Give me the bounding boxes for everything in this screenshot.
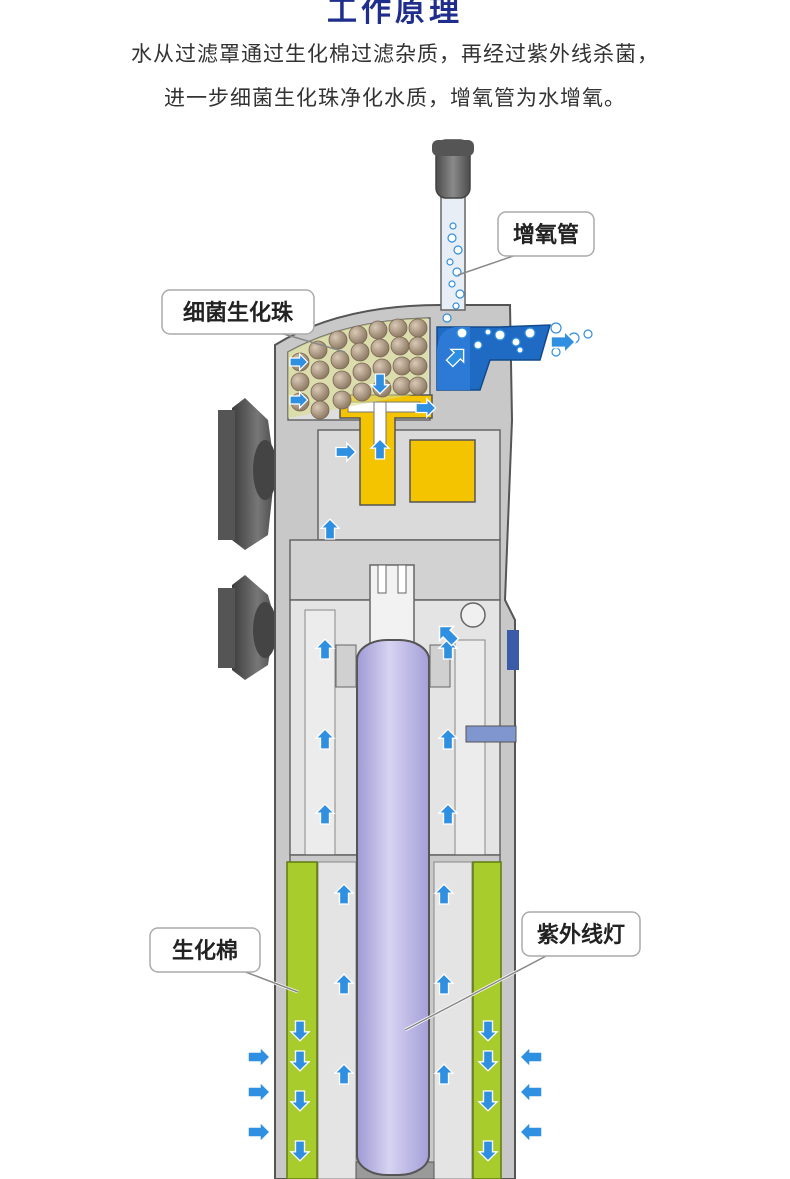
air-bubbles bbox=[442, 222, 593, 357]
page-title: 工作原理 bbox=[327, 0, 463, 29]
callout-bio-beads: 细菌生化珠 bbox=[161, 289, 346, 353]
impeller-chamber bbox=[339, 394, 476, 506]
bead bbox=[290, 372, 310, 392]
bead bbox=[408, 376, 428, 396]
bubble bbox=[449, 222, 457, 230]
bubble bbox=[494, 329, 506, 341]
bubble bbox=[447, 233, 457, 243]
bead bbox=[370, 338, 390, 358]
bubble bbox=[448, 280, 456, 288]
flow-arrow bbox=[247, 1046, 271, 1068]
callout-air-tube: 增氧管 bbox=[457, 211, 595, 276]
bead bbox=[352, 362, 372, 382]
bubble bbox=[511, 337, 521, 347]
bubble bbox=[484, 328, 492, 336]
bead bbox=[388, 318, 408, 338]
bead bbox=[392, 376, 412, 396]
callout-uv-lamp: 紫外线灯 bbox=[404, 911, 641, 1032]
bubble bbox=[442, 313, 452, 323]
description-line-1: 水从过滤罩通过生化棉过滤杂质，再经过紫外线杀菌， bbox=[131, 42, 659, 66]
label-uv-lamp: 紫外线灯 bbox=[537, 922, 625, 948]
bubble bbox=[583, 329, 593, 339]
bubble bbox=[473, 340, 483, 350]
label-bio-beads: 细菌生化珠 bbox=[183, 300, 294, 326]
bead bbox=[348, 325, 368, 345]
bubble bbox=[551, 347, 561, 357]
bubble bbox=[516, 346, 524, 354]
bubble bbox=[524, 327, 536, 339]
bead bbox=[408, 318, 428, 338]
suction-cups bbox=[218, 398, 277, 680]
bead bbox=[390, 336, 410, 356]
bead bbox=[350, 342, 370, 362]
bead bbox=[408, 356, 428, 376]
bead bbox=[310, 382, 330, 402]
flow-arrow bbox=[519, 1046, 543, 1068]
callout-bio-sponge: 生化棉 bbox=[149, 927, 299, 994]
bead bbox=[332, 370, 352, 390]
bead bbox=[330, 350, 350, 370]
bubble bbox=[452, 302, 460, 310]
flow-arrow bbox=[519, 1121, 543, 1143]
bubble bbox=[453, 245, 463, 255]
bead bbox=[368, 320, 388, 340]
uv-lamp bbox=[335, 564, 451, 1176]
bubble bbox=[455, 289, 465, 299]
bead bbox=[310, 360, 330, 380]
bead bbox=[392, 356, 412, 376]
bubble bbox=[456, 327, 468, 339]
bead bbox=[310, 400, 330, 420]
flow-arrow bbox=[247, 1081, 271, 1103]
flow-arrow bbox=[519, 1081, 543, 1103]
bead bbox=[332, 390, 352, 410]
bead bbox=[408, 336, 428, 356]
flow-arrow bbox=[247, 1121, 271, 1143]
description-line-2: 进一步细菌生化珠净化水质，增氧管为水增氧。 bbox=[164, 86, 626, 110]
bubble bbox=[550, 322, 562, 334]
label-air-tube: 增氧管 bbox=[513, 222, 579, 248]
bubble bbox=[446, 258, 454, 266]
bead bbox=[328, 330, 348, 350]
label-bio-sponge: 生化棉 bbox=[172, 938, 238, 964]
bead bbox=[352, 382, 372, 402]
